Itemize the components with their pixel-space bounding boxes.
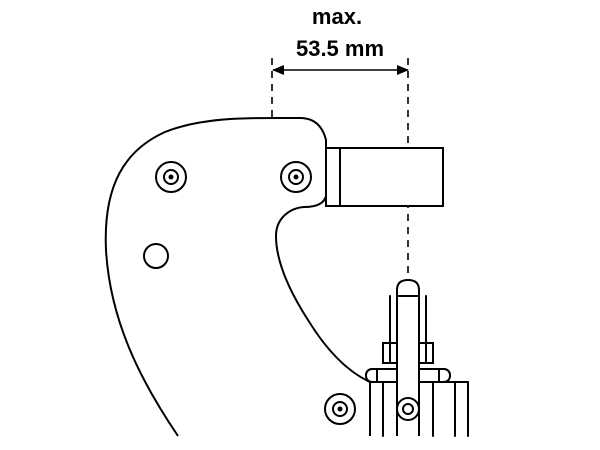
dimension-label-line1: max. <box>312 4 362 29</box>
c-frame <box>104 116 371 437</box>
screw-top-left <box>155 161 187 193</box>
dimension-label-line2: 53.5 mm <box>296 36 384 61</box>
rod-pin <box>396 397 420 421</box>
hole <box>143 243 169 269</box>
anvil-block <box>325 147 444 207</box>
screw-top-right <box>280 161 312 193</box>
screw-bottom <box>324 393 356 425</box>
punch-rod <box>396 278 420 436</box>
